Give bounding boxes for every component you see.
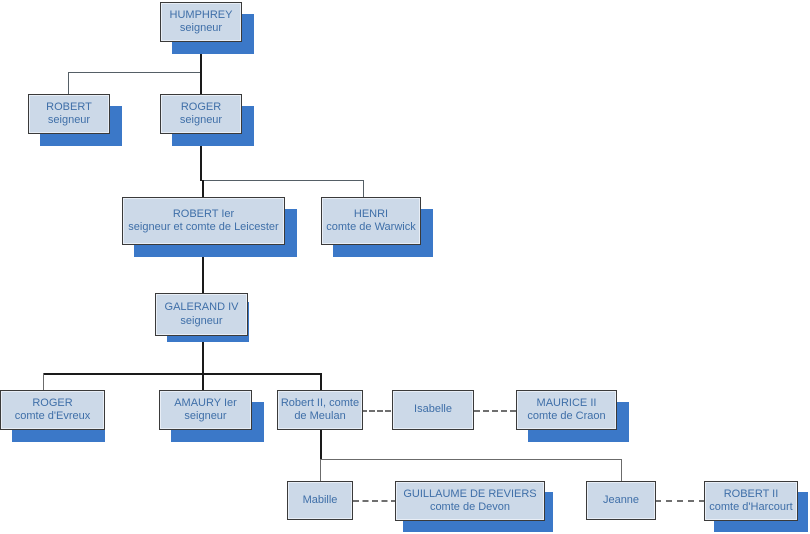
connector-drop-robert: [68, 72, 69, 94]
node-robert-ier[interactable]: ROBERT Ier seigneur et comte de Leiceste…: [122, 197, 285, 245]
connector-drop-robert2: [320, 373, 322, 390]
node-isabelle[interactable]: Isabelle: [392, 390, 474, 430]
node-roger-seigneur-line2: seigneur: [179, 114, 223, 126]
node-robert-ii-harcourt-line2: comte d'Harcourt: [709, 501, 793, 513]
node-mabille[interactable]: Mabille: [287, 481, 353, 520]
node-roger-evreux-line2: comte d'Evreux: [14, 410, 91, 422]
connector-humphrey-stem: [200, 42, 202, 73]
connector-bottom-bar: [320, 459, 622, 460]
marriage-link-isabelle-maurice: [474, 410, 516, 412]
connector-galerand-stem: [202, 336, 204, 374]
node-amaury-ier[interactable]: AMAURY Ier seigneur: [159, 390, 252, 430]
connector-drop-robertier: [202, 180, 204, 198]
marriage-link-jeanne-robertii: [655, 500, 705, 502]
node-humphrey-line2: seigneur: [179, 22, 223, 34]
connector-drop-jeanne: [621, 459, 622, 481]
node-robert-line1: ROBERT: [46, 100, 92, 113]
node-robert-ii-meulan[interactable]: Robert II, comte de Meulan: [277, 390, 363, 430]
node-humphrey[interactable]: HUMPHREY seigneur: [160, 2, 242, 42]
node-robert-ier-line1: ROBERT Ier: [172, 207, 235, 220]
node-maurice-ii[interactable]: MAURICE II comte de Craon: [516, 390, 617, 430]
node-roger-evreux-line1: ROGER: [32, 396, 73, 409]
node-maurice-ii-line2: comte de Craon: [527, 410, 606, 422]
node-robert-ii-meulan-line1: Robert II, comte: [280, 396, 360, 409]
node-galerand-iv-line2: seigneur: [180, 314, 223, 327]
node-roger-seigneur[interactable]: ROGER seigneur: [160, 94, 242, 134]
connector-drop-amaury: [202, 373, 204, 390]
node-galerand-iv[interactable]: GALERAND IV seigneur: [155, 293, 248, 336]
connector-robertier-galerand: [202, 245, 204, 293]
node-henri[interactable]: HENRI comte de Warwick: [321, 197, 421, 245]
node-robert-line2: seigneur: [47, 114, 91, 126]
node-amaury-ier-line2: seigneur: [184, 410, 227, 422]
node-robert-ii-harcourt[interactable]: ROBERT II comte d'Harcourt: [704, 481, 798, 521]
connector-galerand-bar: [43, 373, 321, 375]
node-guillaume-de-reviers-line1: GUILLAUME DE REVIERS: [403, 487, 537, 500]
node-robert[interactable]: ROBERT seigneur: [28, 94, 110, 134]
node-isabelle-line1: Isabelle: [414, 403, 452, 416]
node-maurice-ii-line1: MAURICE II: [536, 396, 597, 409]
node-humphrey-line1: HUMPHREY: [169, 8, 233, 21]
connector-roger-stem: [200, 141, 202, 181]
node-roger-evreux[interactable]: ROGER comte d'Evreux: [0, 390, 105, 430]
node-guillaume-de-reviers-line2: comte de Devon: [429, 501, 511, 513]
node-robert-ii-meulan-line2: de Meulan: [294, 410, 346, 422]
node-mabille-line1: Mabille: [302, 493, 338, 506]
connector-drop-roger2: [43, 373, 44, 390]
node-roger-seigneur-line1: ROGER: [180, 100, 222, 113]
node-henri-line1: HENRI: [353, 207, 389, 220]
connector-drop-mabille: [320, 459, 321, 481]
connector-roger-bar: [203, 180, 364, 181]
marriage-link-mabille-guillaume: [353, 500, 397, 502]
node-galerand-iv-line1: GALERAND IV: [164, 301, 239, 314]
marriage-link-robert2-isabelle: [361, 410, 391, 412]
connector-humphrey-bar: [68, 72, 201, 73]
node-robert-ier-line2: seigneur et comte de Leicester: [128, 221, 279, 233]
connector-drop-roger: [200, 72, 202, 94]
node-jeanne[interactable]: Jeanne: [586, 481, 656, 520]
node-robert-ii-harcourt-line1: ROBERT II: [723, 487, 779, 500]
node-henri-line2: comte de Warwick: [326, 221, 416, 233]
node-guillaume-de-reviers[interactable]: GUILLAUME DE REVIERS comte de Devon: [395, 481, 545, 521]
node-jeanne-line1: Jeanne: [602, 493, 640, 506]
node-amaury-ier-line1: AMAURY Ier: [174, 396, 237, 409]
connector-robert2-stem: [320, 430, 322, 460]
connector-drop-henri: [363, 180, 364, 198]
